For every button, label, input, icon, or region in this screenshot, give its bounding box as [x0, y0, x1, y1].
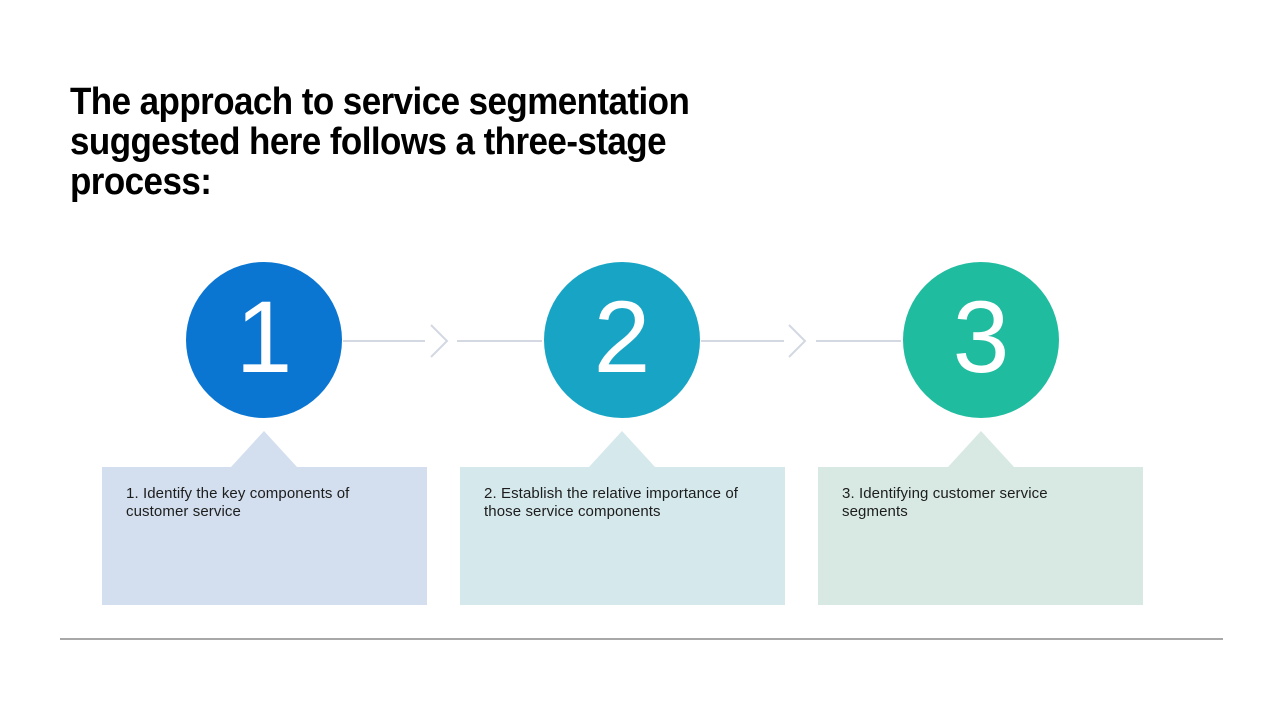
stage-1-number: 1 — [235, 280, 293, 394]
stage-3-label: 3. Identifying customer service segments — [842, 485, 1048, 520]
stage-3-callout-box: 3. Identifying customer service segments — [818, 467, 1143, 605]
stage-1-circle: 1 — [186, 262, 342, 418]
stage-2-label: 2. Establish the relative importance of … — [484, 485, 739, 520]
stage-2-callout-pointer — [589, 431, 655, 467]
stage-2-number: 2 — [593, 280, 651, 394]
stage-3-circle: 3 — [903, 262, 1059, 418]
stage-1-label: 1. Identify the key components of custom… — [126, 485, 350, 520]
stage-3-number: 3 — [952, 280, 1010, 394]
connector-2-to-3 — [701, 324, 901, 358]
stage-3-callout-pointer — [948, 431, 1014, 467]
slide-title: The approach to service segmentation sug… — [70, 81, 690, 203]
stage-1-callout-box: 1. Identify the key components of custom… — [102, 467, 427, 605]
stage-2-callout-box: 2. Establish the relative importance of … — [460, 467, 785, 605]
stage-1-callout-pointer — [231, 431, 297, 467]
stage-2-circle: 2 — [544, 262, 700, 418]
footer-divider — [60, 638, 1223, 640]
connector-1-to-2 — [343, 324, 542, 358]
